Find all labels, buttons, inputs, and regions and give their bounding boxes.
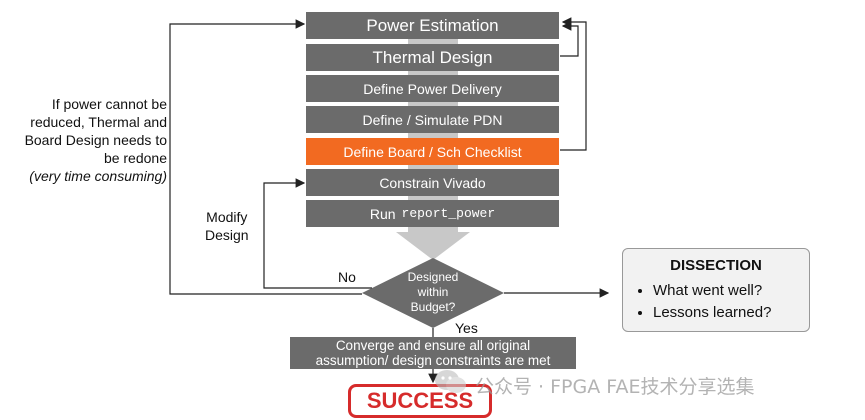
success-box: SUCCESS [348, 384, 492, 418]
decision-line-1: Designed [407, 270, 459, 284]
decision-line-2: within [417, 285, 449, 299]
watermark-text: 公众号 · FPGA FAE技术分享选集 [475, 376, 755, 398]
redo-note: If power cannot be reduced, Thermal and … [10, 95, 167, 185]
dissection-list: What went well? Lessons learned? [635, 280, 797, 324]
define-power-delivery-box: Define Power Delivery [306, 75, 559, 102]
decision-text: Designed within Budget? [393, 270, 473, 315]
run-label: Run [369, 205, 396, 222]
dissection-item: Lessons learned? [653, 302, 797, 324]
redo-note-line-3: Board Design needs to [24, 132, 167, 148]
run-report-power-box: Run report_power [306, 200, 559, 227]
redo-note-line-1: If power cannot be [51, 96, 167, 112]
redo-loop-line [169, 19, 362, 295]
yes-label: Yes [455, 320, 478, 336]
dissection-item: What went well? [653, 280, 797, 302]
modify-design-note: Modify Design [205, 208, 249, 244]
thermal-design-box: Thermal Design [306, 44, 559, 71]
redo-note-line-5: (very time consuming) [29, 168, 167, 184]
define-pdn-box: Define / Simulate PDN [306, 106, 559, 133]
power-estimation-box: Power Estimation [306, 12, 559, 39]
converge-box: Converge and ensure all original assumpt… [290, 337, 576, 369]
constrain-vivado-box: Constrain Vivado [306, 169, 559, 196]
modify-line-1: Modify [206, 209, 248, 225]
dissection-panel: DISSECTION What went well? Lessons learn… [622, 248, 810, 332]
converge-line-1: Converge and ensure all original [335, 338, 531, 353]
wechat-icon [435, 370, 466, 393]
thermal-feedback-line [560, 21, 579, 57]
define-checklist-box: Define Board / Sch Checklist [306, 138, 559, 165]
converge-line-2: assumption/ design constraints are met [315, 353, 551, 368]
redo-note-line-2: reduced, Thermal and [30, 114, 167, 130]
modify-line-2: Design [205, 227, 249, 243]
decision-line-3: Budget? [410, 300, 456, 314]
no-label: No [338, 269, 356, 285]
run-command: report_power [401, 206, 496, 221]
modify-loop-line [263, 178, 372, 289]
checklist-feedback-line [560, 17, 587, 151]
decision-diamond [362, 258, 504, 328]
redo-note-line-4: be redone [103, 150, 167, 166]
dissection-title: DISSECTION [670, 257, 762, 274]
